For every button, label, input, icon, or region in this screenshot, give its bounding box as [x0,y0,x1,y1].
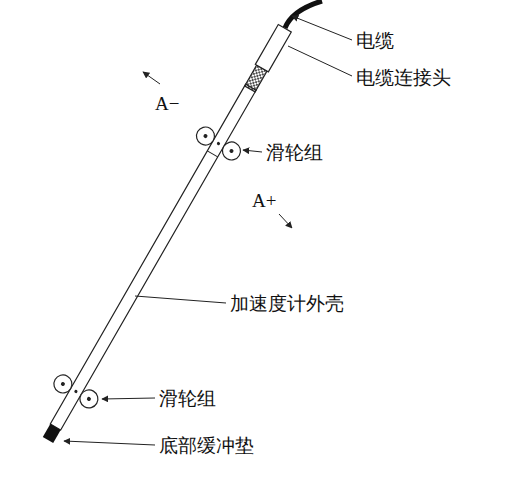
part-label: 底部缓冲垫 [159,436,254,455]
direction-label: A+ [252,191,276,210]
direction-label: A− [155,94,179,113]
part-label: 电缆连接头 [356,68,451,87]
part-label: 滑轮组 [159,389,216,408]
part-label: 电缆 [356,31,394,50]
accelerometer-housing [27,16,305,452]
pulley-set [193,124,244,164]
cable [285,1,322,28]
part-label: 滑轮组 [266,143,323,162]
pulley-set [51,372,102,412]
leader-lines [64,16,352,445]
part-label: 加速度计外壳 [230,294,344,313]
